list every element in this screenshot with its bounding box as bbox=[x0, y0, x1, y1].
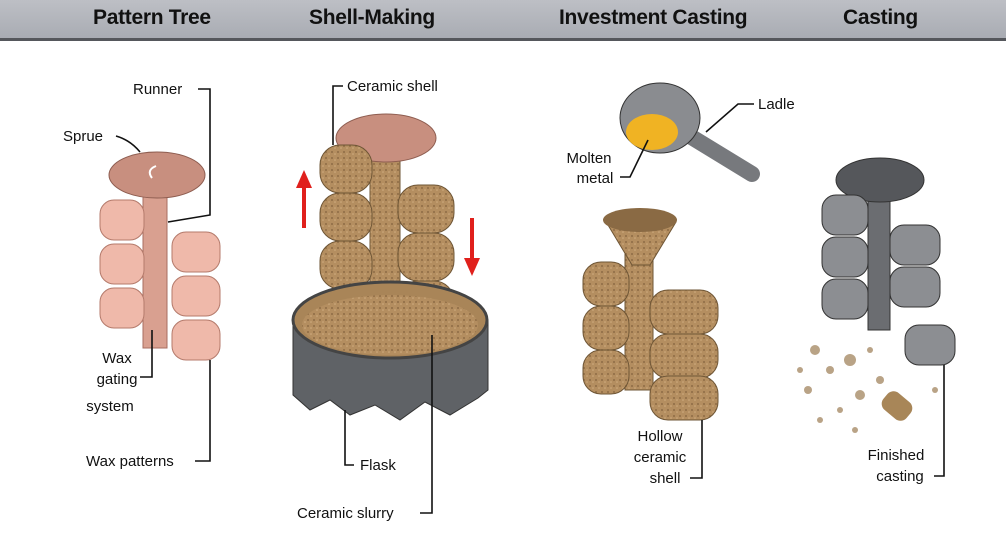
label-line: casting bbox=[876, 468, 924, 485]
label-line: gating bbox=[97, 371, 138, 388]
label-line: Hollow bbox=[637, 428, 682, 445]
label-sprue: Sprue bbox=[63, 128, 103, 145]
label-wax-gating-system: Wax gating system bbox=[86, 350, 137, 415]
label-line: ceramic bbox=[634, 449, 687, 466]
label-ceramic-shell: Ceramic shell bbox=[347, 78, 438, 95]
label-hollow-ceramic-shell: Hollow ceramic shell bbox=[634, 428, 687, 487]
dip-arrows bbox=[296, 170, 480, 276]
label-molten-metal: Molten metal bbox=[566, 150, 613, 187]
hollow-ceramic-shell bbox=[582, 208, 719, 421]
broken-shell-debris bbox=[797, 345, 938, 433]
flask bbox=[291, 280, 489, 421]
stage-title-investment-casting: Investment Casting bbox=[559, 6, 748, 29]
wax-pattern-tree bbox=[99, 151, 221, 361]
label-finished-casting: Finished casting bbox=[868, 447, 925, 485]
ladle bbox=[619, 82, 760, 182]
label-ladle: Ladle bbox=[758, 96, 795, 113]
label-line: Finished bbox=[868, 447, 925, 464]
molten-metal bbox=[626, 114, 678, 150]
label-line: metal bbox=[577, 170, 614, 187]
stage-header-bar: Pattern Tree Shell-Making Investment Cas… bbox=[0, 0, 1006, 41]
label-line: system bbox=[86, 398, 134, 415]
finished-casting bbox=[797, 157, 956, 433]
leader-lines bbox=[115, 85, 945, 514]
label-wax-patterns: Wax patterns bbox=[86, 453, 174, 470]
ceramic-shell-tree bbox=[319, 113, 455, 331]
label-line: shell bbox=[650, 470, 681, 487]
label-line: Wax bbox=[102, 350, 132, 367]
stage-title-shell-making: Shell-Making bbox=[309, 6, 435, 29]
label-ceramic-slurry: Ceramic slurry bbox=[297, 505, 394, 522]
stage-title-pattern-tree: Pattern Tree bbox=[93, 6, 211, 29]
label-line: Molten bbox=[566, 150, 611, 167]
label-runner: Runner bbox=[133, 81, 182, 98]
label-flask: Flask bbox=[360, 457, 396, 474]
stage-title-casting: Casting bbox=[843, 6, 918, 29]
